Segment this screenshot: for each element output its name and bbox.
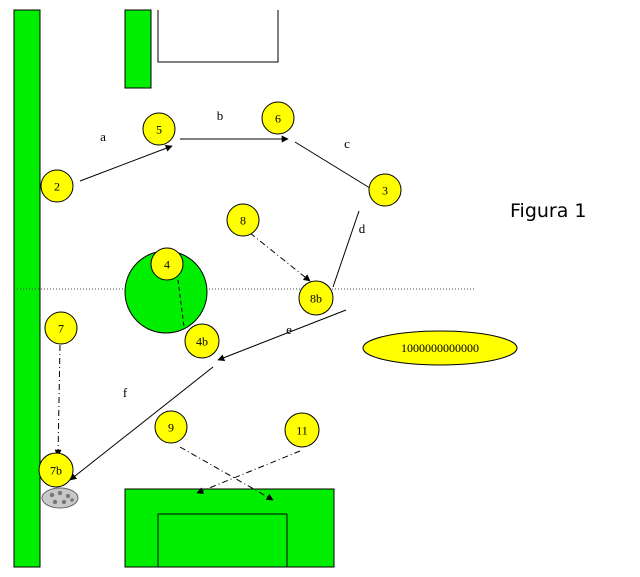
top-goal-box: [157, 10, 279, 63]
bottom-goal-area: [124, 488, 335, 568]
player-7b: 7b: [38, 452, 74, 488]
run-4-line: [177, 279, 185, 328]
top-goal-post: [124, 9, 152, 89]
player-4: 4: [150, 247, 184, 281]
player-8-label: 8: [240, 214, 246, 228]
pass-label-d: d: [359, 221, 366, 236]
bottom-goal-box: [157, 513, 287, 567]
pass-f-arrow: [69, 366, 214, 481]
pass-label-f: f: [123, 385, 128, 400]
player-9: 9: [154, 410, 188, 444]
player-4b: 4b: [184, 323, 220, 359]
pass-a-arrow: [79, 144, 173, 182]
pass-label-e: e: [286, 322, 292, 337]
player-3-label: 3: [382, 184, 388, 198]
oval-text: 1000000000000: [401, 341, 479, 355]
player-5-label: 5: [156, 123, 162, 137]
player-11: 11: [284, 412, 320, 448]
pass-e-arrow: [217, 309, 347, 361]
player-8b: 8b: [298, 280, 334, 316]
pass-label-b: b: [217, 108, 224, 123]
pass-c-arrow: [294, 141, 379, 194]
player-8b-label: 8b: [310, 292, 322, 306]
player-4-label: 4: [164, 258, 170, 272]
figure-title: Figura 1: [510, 200, 587, 222]
player-7-label: 7: [58, 322, 64, 336]
player-7: 7: [44, 311, 78, 345]
player-8: 8: [226, 203, 260, 237]
pass-label-c: c: [344, 136, 350, 151]
player-9-label: 9: [168, 421, 174, 435]
yellow-oval-label: 1000000000000: [362, 330, 518, 366]
player-6: 6: [261, 101, 295, 135]
pass-d-line: [332, 210, 360, 288]
run-7-arrow: [54, 344, 62, 457]
soccer-ball-icon: [41, 487, 79, 509]
player-2: 2: [40, 169, 74, 203]
run-8-arrow: [249, 232, 311, 282]
player-3: 3: [368, 173, 402, 207]
run-9-arrow: [179, 446, 274, 501]
pass-label-a: a: [100, 129, 106, 144]
player-5: 5: [142, 112, 176, 146]
run-11-arrow: [196, 450, 301, 494]
player-2-label: 2: [54, 180, 60, 194]
player-11-label: 11: [296, 424, 308, 438]
player-4b-label: 4b: [196, 335, 208, 349]
player-6-label: 6: [275, 112, 281, 126]
player-7b-label: 7b: [50, 464, 62, 478]
